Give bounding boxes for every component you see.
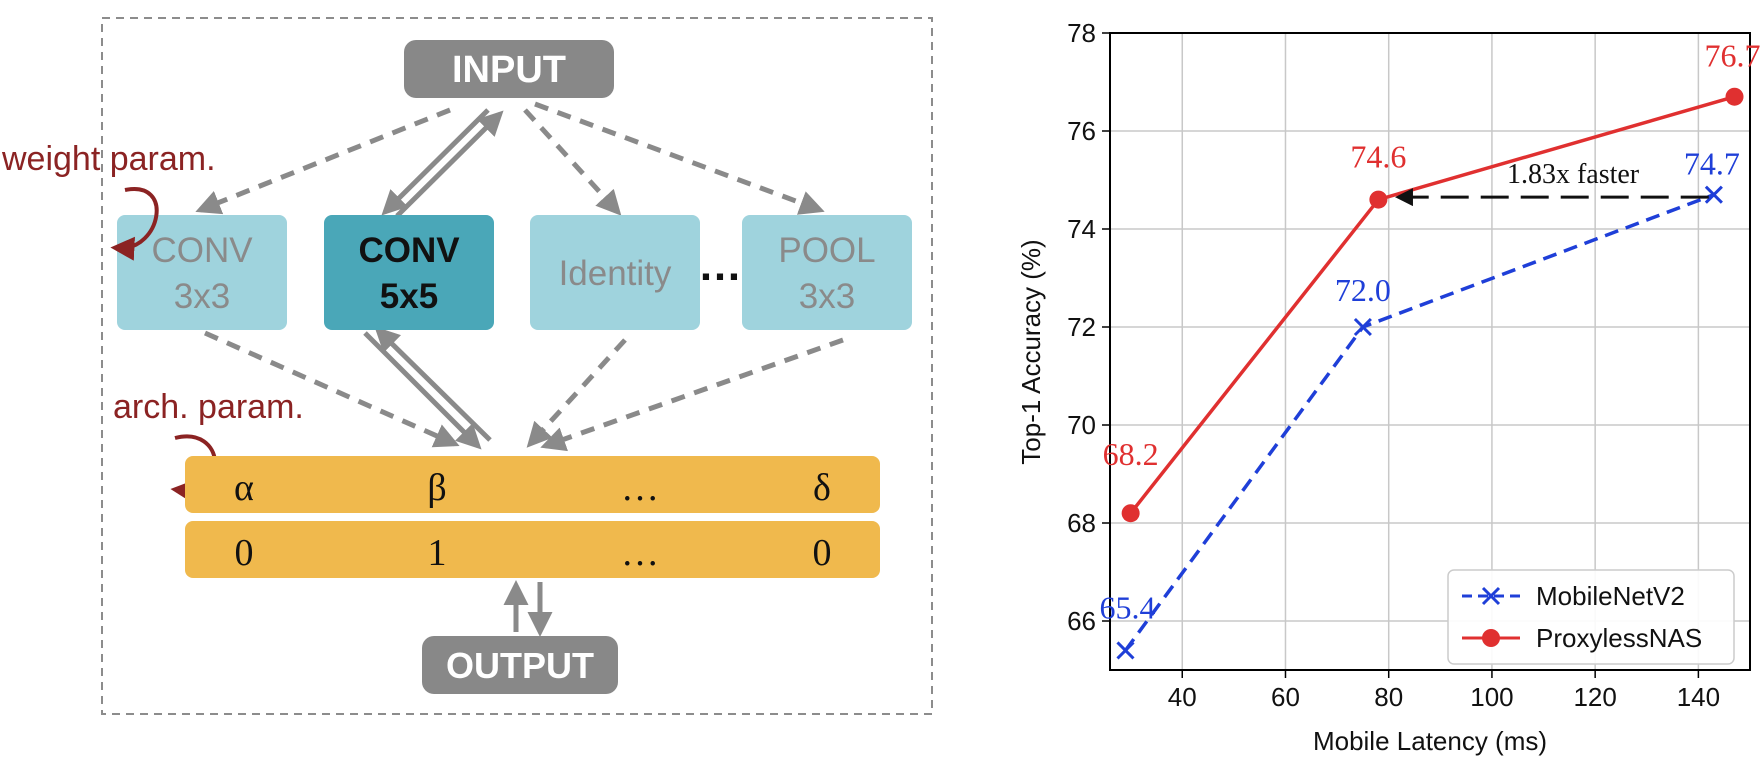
legend-proxylessnas-label: ProxylessNAS <box>1536 623 1702 653</box>
x-tick-label: 120 <box>1573 682 1616 712</box>
arch-weight-alpha: α <box>234 467 254 509</box>
supernet-diagram: INPUT CONV 3x3 CONV 5x5 Identity … POOL … <box>1 17 933 715</box>
op-pool3x3: POOL 3x3 <box>742 215 912 330</box>
x-tick-label: 40 <box>1168 682 1197 712</box>
data-label-proxylessnas: 76.7 <box>1705 38 1761 74</box>
pool-to-gates-arrow <box>540 337 844 452</box>
x-tick-label: 100 <box>1470 682 1513 712</box>
data-point-mobilenetv2 <box>1353 317 1372 337</box>
data-point-proxylessnas <box>1121 504 1140 523</box>
y-tick-label: 78 <box>1067 18 1096 48</box>
x-tick-label: 60 <box>1271 682 1300 712</box>
y-tick-label: 68 <box>1067 508 1096 538</box>
data-label-proxylessnas: 68.2 <box>1103 436 1159 472</box>
series-line-proxylessnas <box>1129 95 1736 515</box>
active-path-arrows <box>363 108 553 637</box>
y-tick-label: 66 <box>1067 606 1096 636</box>
x-axis-ticks: 40 60 80 100 120 140 <box>1168 670 1720 712</box>
op-pool3x3-line2: 3x3 <box>799 277 855 316</box>
accuracy-latency-chart: 40 60 80 100 120 140 66 68 70 72 74 76 78 65.4 72.0 7… <box>1016 18 1761 756</box>
binary-gate-0: 0 <box>235 532 254 574</box>
op-conv5x5: CONV 5x5 <box>324 215 494 330</box>
data-label-mobilenetv2: 65.4 <box>1099 589 1155 625</box>
conv5x5-to-input-arrow <box>395 110 504 218</box>
chart-data-labels: 65.4 72.0 74.7 68.2 74.6 76.7 <box>1099 38 1760 626</box>
data-point-proxylessnas <box>1725 87 1744 106</box>
input-to-conv5x5-arrow <box>381 108 490 216</box>
data-point-proxylessnas <box>1369 190 1388 209</box>
op-identity-line1: Identity <box>559 254 672 293</box>
input-to-op-arrows <box>195 101 844 452</box>
x-tick-label: 80 <box>1374 682 1403 712</box>
data-point-mobilenetv2 <box>1116 641 1135 660</box>
arch-weight-ellipsis: … <box>621 467 659 509</box>
x-tick-label: 140 <box>1677 682 1720 712</box>
chart-series <box>1116 87 1744 660</box>
data-label-proxylessnas: 74.6 <box>1350 139 1406 175</box>
speedup-annotation: 1.83x faster <box>1507 159 1640 190</box>
op-identity: Identity <box>530 215 700 330</box>
binary-gate-3: 0 <box>813 532 832 574</box>
legend-box <box>1447 569 1735 665</box>
diagram-frame <box>101 17 933 715</box>
y-axis-ticks: 66 68 70 72 74 76 78 <box>1067 18 1110 636</box>
input-to-pool-arrow <box>534 101 825 215</box>
input-node: INPUT <box>404 40 614 98</box>
input-to-identity-arrow <box>523 108 622 216</box>
chart-annotation: 1.83x faster <box>1394 159 1709 207</box>
identity-to-gates-arrow <box>526 338 627 448</box>
data-point-mobilenetv2 <box>1704 185 1723 204</box>
op-conv3x3: CONV 3x3 <box>117 215 287 330</box>
y-tick-label: 74 <box>1067 214 1096 244</box>
binary-gate-bar: 0 1 … 0 <box>185 521 880 578</box>
gates-to-conv5x5-arrow <box>374 326 492 442</box>
plot-frame <box>1109 32 1751 671</box>
arch-weight-bar: α β … δ <box>185 456 880 513</box>
binary-gate-ellipsis: … <box>621 532 659 574</box>
chart-legend: MobileNetV2 ProxylessNAS <box>1447 569 1735 665</box>
weight-param-label: weight param. <box>1 140 216 178</box>
data-label-mobilenetv2: 72.0 <box>1335 272 1391 308</box>
input-to-conv3x3-arrow <box>195 107 451 215</box>
y-tick-label: 70 <box>1067 410 1096 440</box>
op-pool3x3-line1: POOL <box>778 231 875 270</box>
weight-param-cycle-icon <box>110 187 159 261</box>
legend-mobilenetv2-label: MobileNetV2 <box>1536 581 1685 611</box>
op-conv3x3-line2: 3x3 <box>174 277 230 316</box>
y-axis-label: Top-1 Accuracy (%) <box>1016 239 1046 464</box>
conv5x5-to-gates-arrow <box>363 331 482 450</box>
ops-ellipsis: … <box>698 241 742 290</box>
legend-proxylessnas-marker <box>1482 629 1500 647</box>
arch-weight-delta: δ <box>813 467 831 509</box>
data-label-mobilenetv2: 74.7 <box>1684 146 1740 182</box>
y-tick-label: 72 <box>1067 312 1096 342</box>
arch-param-label: arch. param. <box>113 388 304 426</box>
binary-gate-1: 1 <box>428 532 447 574</box>
op-conv5x5-line1: CONV <box>358 231 460 270</box>
arch-weight-beta: β <box>427 467 446 509</box>
input-label: INPUT <box>452 49 566 91</box>
x-axis-label: Mobile Latency (ms) <box>1313 726 1547 756</box>
output-label: OUTPUT <box>446 645 594 686</box>
op-conv5x5-line2: 5x5 <box>380 277 438 316</box>
output-node: OUTPUT <box>422 636 618 694</box>
conv3x3-to-gates-arrow <box>203 330 460 448</box>
legend-mobilenetv2-marker <box>1481 586 1501 606</box>
op-conv3x3-line1: CONV <box>151 231 253 270</box>
y-tick-label: 76 <box>1067 116 1096 146</box>
